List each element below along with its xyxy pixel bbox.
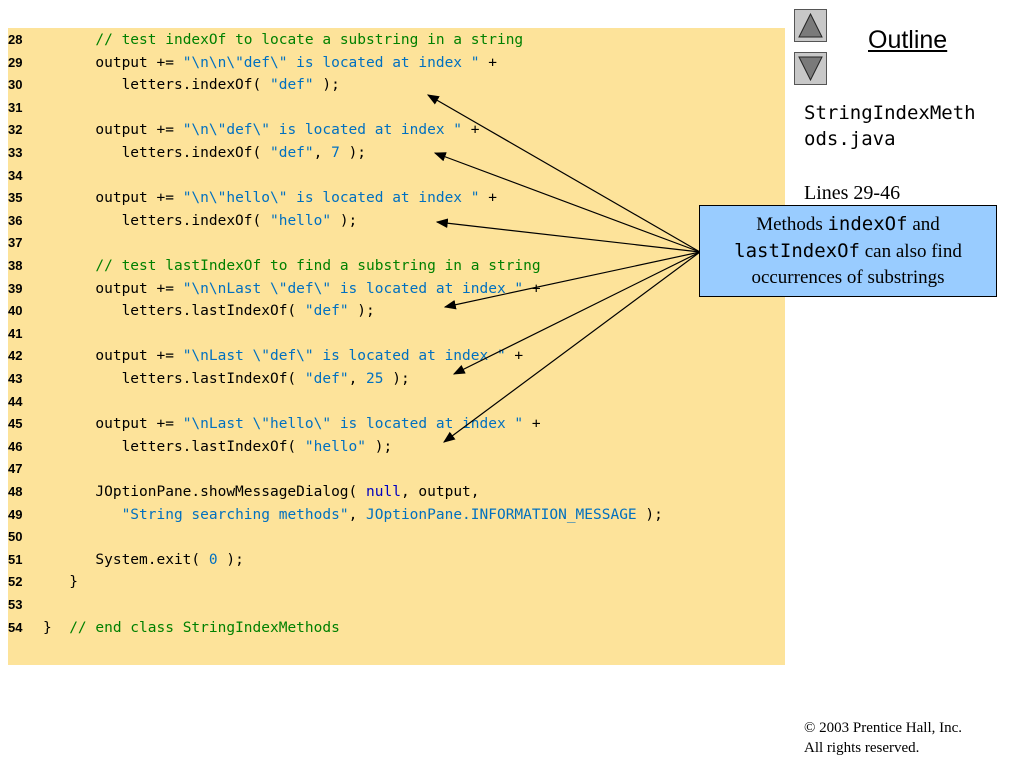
line-number: 30 bbox=[8, 77, 23, 93]
code-text: output += "\n\nLast \"def\" is located a… bbox=[43, 280, 541, 297]
code-text: System.exit( 0 ); bbox=[43, 551, 244, 568]
line-number: 33 bbox=[8, 145, 23, 160]
line-number: 37 bbox=[8, 235, 23, 251]
code-text: "String searching methods", JOptionPane.… bbox=[121, 506, 663, 523]
line-number: 53 bbox=[8, 597, 23, 612]
line-number: 54 bbox=[8, 619, 23, 635]
line-number: 34 bbox=[8, 167, 23, 183]
code-text: JOptionPane.showMessageDialog( null, out… bbox=[43, 484, 480, 500]
line-number: 44 bbox=[8, 393, 23, 409]
next-slide-button[interactable] bbox=[794, 52, 827, 85]
line-number: 43 bbox=[8, 371, 23, 386]
line-number: 41 bbox=[8, 325, 23, 341]
line-number: 32 bbox=[8, 122, 23, 138]
line-number: 48 bbox=[8, 484, 23, 499]
line-number: 31 bbox=[8, 99, 23, 115]
arrow-to-line-43 bbox=[452, 251, 701, 375]
code-text: // test indexOf to locate a substring in… bbox=[95, 32, 524, 48]
line-number: 29 bbox=[8, 54, 23, 70]
lines-range-label: Lines 29-46 bbox=[804, 182, 901, 204]
arrow-to-line-46 bbox=[443, 251, 701, 443]
code-text: letters.indexOf( "def", 7 ); bbox=[43, 145, 367, 161]
code-text: letters.lastIndexOf( "def" ); bbox=[43, 303, 375, 320]
line-number: 45 bbox=[8, 416, 23, 432]
code-text: letters.lastIndexOf( "def", 25 ); bbox=[43, 371, 410, 387]
arrow-to-line-36 bbox=[435, 218, 701, 253]
code-text: letters.indexOf( "def" ); bbox=[43, 77, 340, 94]
code-listing-panel: 28 // test indexOf to locate a substring… bbox=[8, 28, 785, 665]
triangle-up-icon bbox=[798, 12, 823, 38]
code-text: output += "\n\"def\" is located at index… bbox=[43, 122, 480, 139]
line-number: 47 bbox=[8, 461, 23, 477]
line-number: 40 bbox=[8, 303, 23, 319]
source-filename: StringIndexMeth ods.java bbox=[804, 102, 976, 150]
line-number: 51 bbox=[8, 551, 23, 567]
line-number: 35 bbox=[8, 190, 23, 206]
callout-box: Methods indexOf and lastIndexOf can also… bbox=[699, 205, 997, 297]
copyright-notice: © 2003 Prentice Hall, Inc. All rights re… bbox=[804, 720, 963, 756]
line-number: 42 bbox=[8, 348, 23, 364]
line-number: 36 bbox=[8, 212, 23, 228]
code-text: letters.lastIndexOf( "hello" ); bbox=[43, 438, 393, 455]
previous-slide-button[interactable] bbox=[794, 9, 827, 42]
code-text: letters.indexOf( "hello" ); bbox=[43, 212, 358, 229]
line-number: 28 bbox=[8, 32, 23, 47]
arrow-to-line-30 bbox=[426, 94, 701, 253]
code-text: // test lastIndexOf to find a substring … bbox=[95, 258, 541, 274]
code-text: output += "\n\"hello\" is located at ind… bbox=[43, 190, 497, 207]
line-number: 52 bbox=[8, 574, 23, 590]
code-text: } // end class StringIndexMethods bbox=[43, 619, 340, 636]
line-number: 46 bbox=[8, 438, 23, 454]
arrow-to-line-33 bbox=[433, 152, 701, 253]
code-text: output += "\nLast \"def\" is located at … bbox=[43, 348, 524, 365]
code-text: } bbox=[43, 574, 78, 591]
outline-link[interactable]: Outline bbox=[868, 26, 948, 54]
line-number: 50 bbox=[8, 529, 23, 545]
code-text: output += "\nLast \"hello\" is located a… bbox=[43, 416, 541, 433]
arrow-to-line-40 bbox=[443, 251, 701, 310]
line-number: 39 bbox=[8, 280, 23, 296]
triangle-down-icon bbox=[798, 56, 823, 82]
line-number: 49 bbox=[8, 506, 23, 522]
line-number: 38 bbox=[8, 258, 23, 273]
code-text: output += "\n\n\"def\" is located at ind… bbox=[43, 54, 497, 71]
